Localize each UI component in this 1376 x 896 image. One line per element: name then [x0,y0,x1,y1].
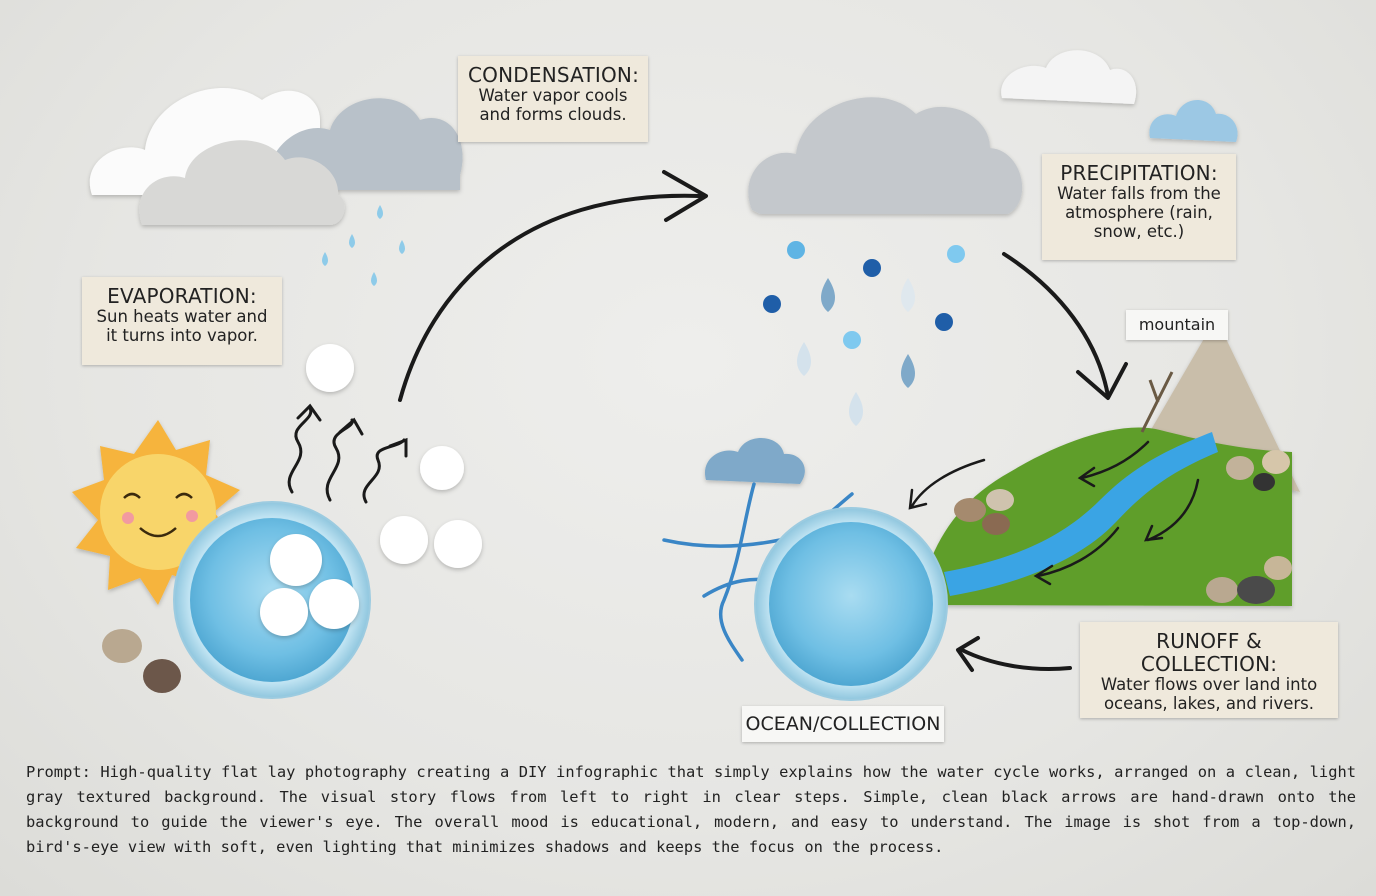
condensation-description: Water vapor cools and forms clouds. [468,87,638,125]
runoff-collection-description: Water flows over land into oceans, lakes… [1090,676,1328,714]
paper-clouds-left [90,88,463,225]
precipitation-title: PRECIPITATION: [1052,162,1226,185]
felt-cloud-small [705,438,805,484]
precipitation-label: PRECIPITATION: Water falls from the atmo… [1042,154,1236,260]
felt-clouds-top-right [1001,50,1237,142]
prompt-caption: Prompt: High-quality flat lay photograph… [26,760,1356,860]
mountain-tag: mountain [1126,310,1228,340]
arrow-evap-to-condensation [400,196,700,400]
runoff-collection-label: RUNOFF & COLLECTION: Water flows over la… [1080,622,1338,718]
evaporation-title: EVAPORATION: [92,285,272,308]
ocean-collection-tag: OCEAN/COLLECTION [742,706,944,742]
evaporation-label: EVAPORATION: Sun heats water and it turn… [82,277,282,365]
condensation-title: CONDENSATION: [468,64,638,87]
rain-beads [763,241,965,349]
cotton-balls [260,344,482,636]
precipitation-description: Water falls from the atmosphere (rain, s… [1052,185,1226,242]
arrow-precip-to-land [1004,254,1108,396]
pebbles-left [102,629,181,693]
paper-cloud-center [748,97,1022,214]
vapor-squiggle-arrows [289,406,406,502]
paper-raindrops-right [797,278,915,426]
water-bowl-right [755,508,947,700]
water-cycle-scene: CONDENSATION: Water vapor cools and form… [0,0,1376,760]
evaporation-description: Sun heats water and it turns into vapor. [92,308,272,346]
arrow-runoff-to-ocean [962,650,1070,669]
runoff-collection-title: RUNOFF & COLLECTION: [1090,630,1328,676]
condensation-label: CONDENSATION: Water vapor cools and form… [458,56,648,142]
